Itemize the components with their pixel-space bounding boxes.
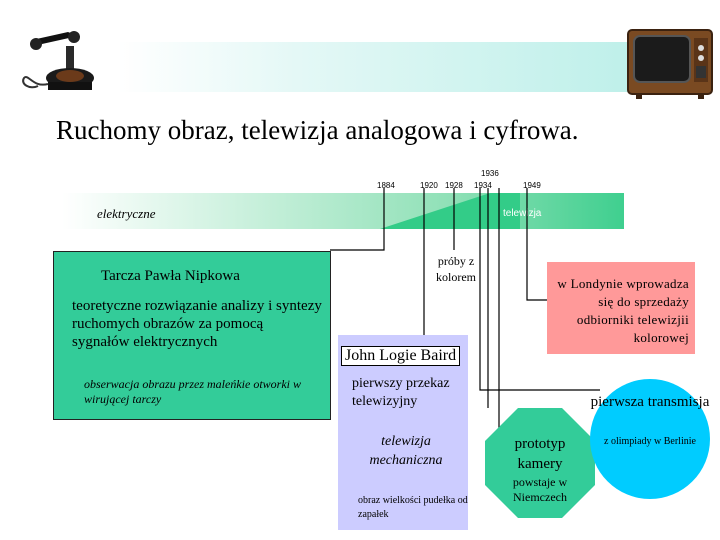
year-label: 1920: [420, 181, 438, 190]
page-title: Ruchomy obraz, telewizja analogowa i cyf…: [56, 115, 579, 145]
baird-name: John Logie Baird: [341, 346, 461, 366]
camera-octagon: [485, 408, 595, 518]
header-banner: [118, 42, 628, 92]
timeline-bar: [62, 193, 624, 229]
year-label: 1934: [474, 181, 492, 190]
london-box: [547, 262, 695, 354]
camera-title: prototyp kamery: [514, 436, 566, 472]
london-text: w Londynie wprowadza się do sprzedaży od…: [557, 276, 689, 345]
nipkow-note: obserwacja obrazu przez maleńkie otworki…: [84, 377, 301, 406]
bar-label-elektryczne: elektryczne: [97, 206, 156, 221]
camera-sub: powstaje w Niemczech: [512, 475, 568, 504]
bar-label-telewizja: telewizja: [503, 208, 542, 219]
image-size-text: obraz wielkości pudełka od zapałek: [358, 495, 468, 520]
nipkow-box: [53, 251, 331, 420]
baird-box: [338, 335, 468, 530]
year-label: 1936: [481, 169, 499, 178]
transmission-circle: [590, 379, 710, 499]
timeline-wedge: [380, 193, 520, 229]
vintage-tv-icon: [626, 28, 714, 100]
year-label: 1884: [377, 181, 395, 190]
first-broadcast-text: pierwszy przekaz telewizyjny: [352, 376, 450, 409]
year-label: 1949: [523, 181, 541, 190]
year-label: 1928: [445, 181, 463, 190]
transmission-sub: z olimpiady w Berlinie: [604, 436, 696, 447]
mechanical-tv-text: telewizja mechaniczna: [369, 434, 443, 468]
transmission-title: pierwsza transmisja: [590, 394, 710, 410]
antique-telephone-icon: [18, 28, 118, 98]
color-trials-label: próby z kolorem: [436, 254, 476, 284]
nipkow-description: teoretyczne rozwiązanie analizy i syntez…: [72, 298, 322, 350]
nipkow-title: Tarcza Pawła Nipkowa: [101, 268, 240, 284]
